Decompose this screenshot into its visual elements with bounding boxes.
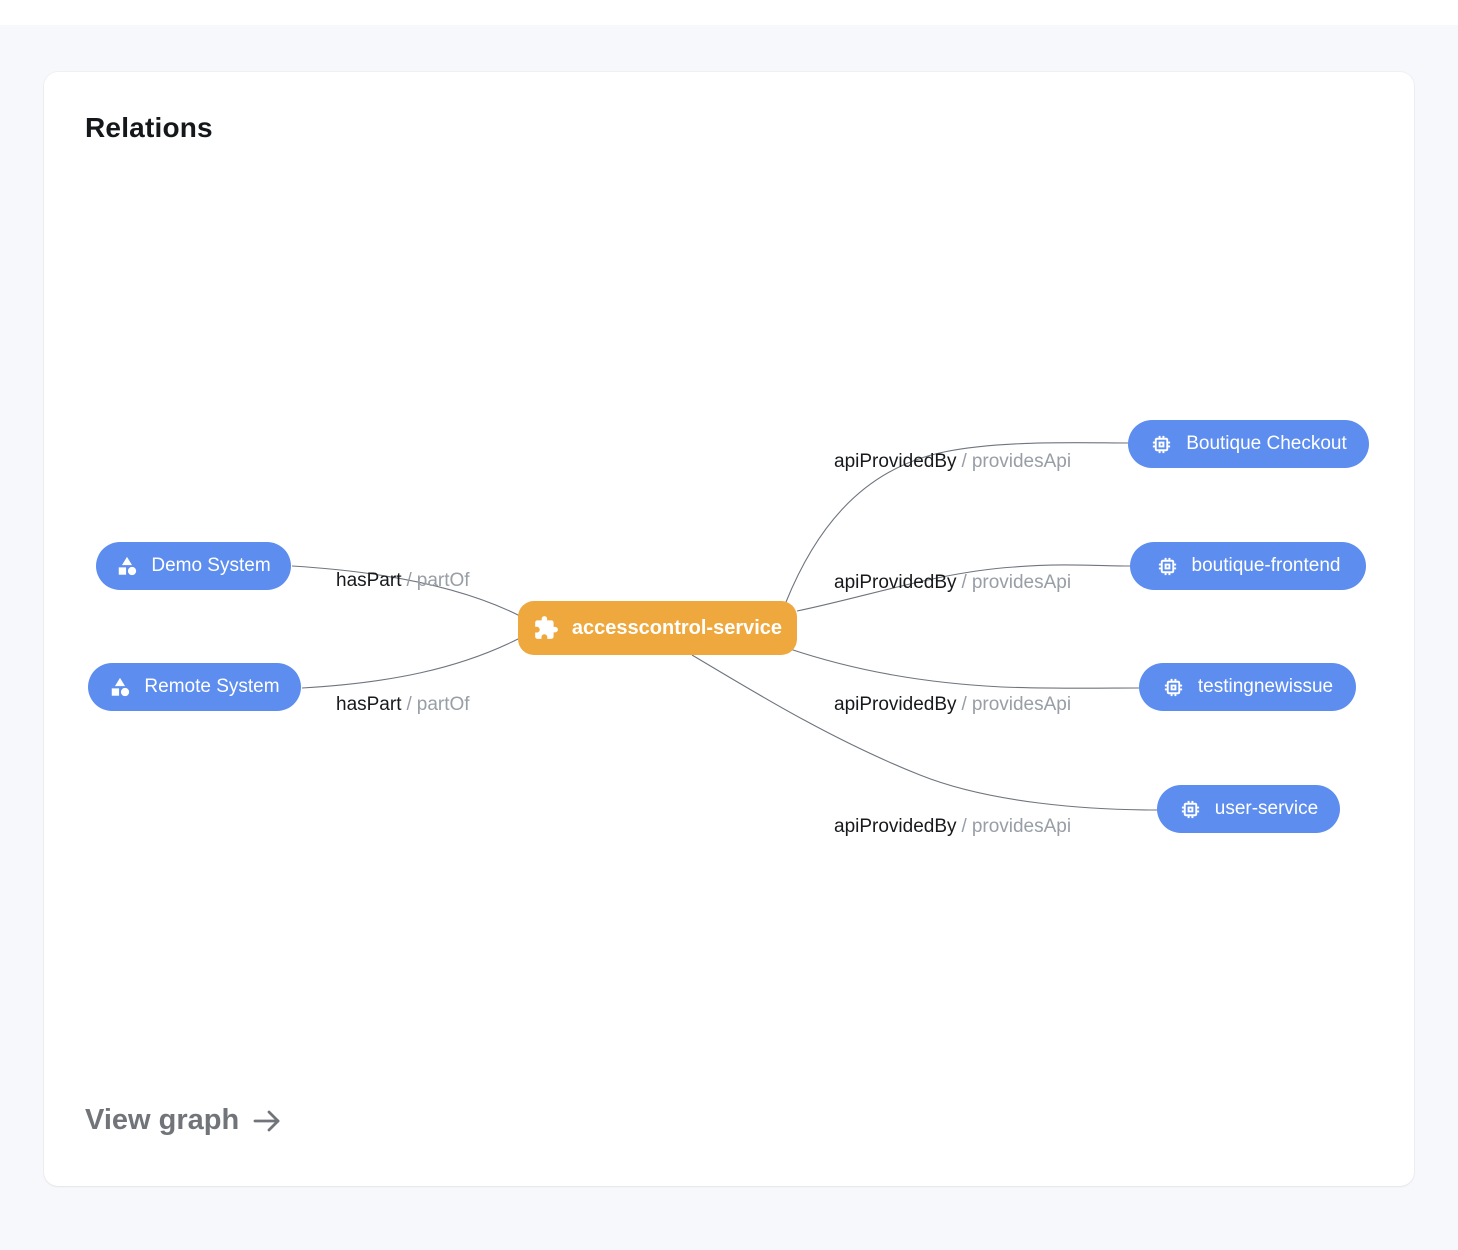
edge-label-apiprovidedby-3: apiProvidedBy/providesApi (834, 692, 1071, 718)
edge-label-apiprovidedby-1: apiProvidedBy/providesApi (834, 449, 1071, 475)
edge-remote-system (301, 637, 521, 689)
node-label: boutique-frontend (1191, 555, 1341, 576)
relation-separator: / (406, 570, 412, 591)
category-icon (116, 555, 138, 577)
relation-forward: hasPart (336, 570, 402, 591)
node-user-service[interactable]: user-service (1157, 785, 1340, 833)
relation-separator: / (961, 572, 967, 593)
node-accesscontrol-service[interactable]: accesscontrol-service (518, 601, 797, 655)
edge-testingnewissue (789, 648, 1140, 689)
node-boutique-checkout[interactable]: Boutique Checkout (1128, 420, 1369, 468)
edge-boutique-frontend (796, 564, 1131, 612)
relation-forward: apiProvidedBy (834, 694, 957, 715)
relation-reverse: providesApi (971, 694, 1072, 715)
relation-forward: apiProvidedBy (834, 451, 957, 472)
edge-boutique-checkout (785, 442, 1129, 603)
relations-card: Relations hasPart/partOf hasPart/partOf … (44, 72, 1414, 1186)
puzzle-icon (533, 615, 559, 641)
relation-separator: / (961, 816, 967, 837)
node-label: user-service (1214, 798, 1319, 819)
node-label: Boutique Checkout (1186, 433, 1347, 454)
node-remote-system[interactable]: Remote System (88, 663, 301, 711)
node-label: testingnewissue (1197, 676, 1334, 697)
node-label: Demo System (151, 555, 271, 576)
relation-reverse: providesApi (971, 572, 1072, 593)
chip-icon (1179, 798, 1202, 821)
chip-icon (1162, 676, 1185, 699)
category-icon (109, 676, 131, 698)
card-title: Relations (85, 112, 213, 143)
relation-reverse: providesApi (971, 816, 1072, 837)
edge-label-apiprovidedby-2: apiProvidedBy/providesApi (834, 570, 1071, 596)
relation-forward: hasPart (336, 694, 402, 715)
relation-separator: / (961, 451, 967, 472)
graph-edges (291, 442, 1158, 811)
edge-user-service (691, 654, 1158, 811)
relation-reverse: partOf (416, 570, 470, 591)
chip-icon (1156, 555, 1179, 578)
edge-label-haspart-2: hasPart/partOf (336, 692, 470, 718)
relation-forward: apiProvidedBy (834, 816, 957, 837)
top-strip (0, 0, 1458, 25)
relation-separator: / (961, 694, 967, 715)
edge-label-haspart-1: hasPart/partOf (336, 568, 470, 594)
relation-separator: / (406, 694, 412, 715)
relations-graph: hasPart/partOf hasPart/partOf apiProvide… (44, 72, 1414, 1186)
edge-label-apiprovidedby-4: apiProvidedBy/providesApi (834, 814, 1071, 840)
node-label: Remote System (144, 676, 280, 697)
node-demo-system[interactable]: Demo System (96, 542, 291, 590)
node-testingnewissue[interactable]: testingnewissue (1139, 663, 1356, 711)
node-boutique-frontend[interactable]: boutique-frontend (1130, 542, 1366, 590)
node-label: accesscontrol-service (571, 616, 783, 639)
arrow-right-icon (251, 1106, 283, 1136)
view-graph-label: View graph (85, 1104, 240, 1136)
view-graph-link[interactable]: View graph (85, 1104, 283, 1137)
relation-reverse: partOf (416, 694, 470, 715)
relation-forward: apiProvidedBy (834, 572, 957, 593)
chip-icon (1150, 433, 1173, 456)
edge-demo-system (291, 565, 521, 617)
relation-reverse: providesApi (971, 451, 1072, 472)
